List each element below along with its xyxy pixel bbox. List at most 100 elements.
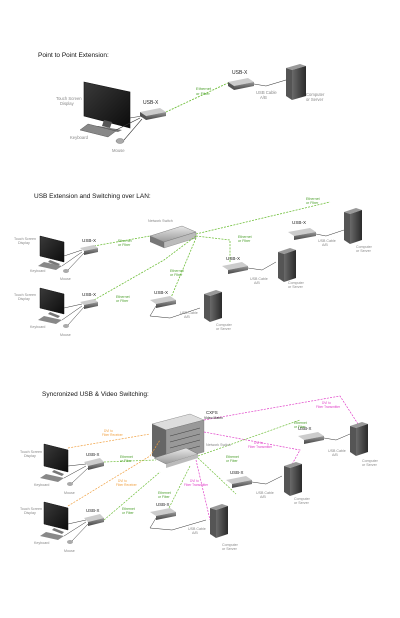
usbx-2-label: USB-X	[82, 292, 96, 297]
display-label: Touch Screen	[56, 96, 82, 101]
computer-tower-c-icon	[204, 290, 222, 322]
computer-label-1: Computer	[306, 92, 325, 97]
video-display-2-icon	[43, 501, 69, 534]
ethernet-link-lan	[93, 201, 331, 301]
video-link-magenta	[195, 395, 359, 521]
dvi-tx-label-3a: DVI to	[190, 479, 199, 483]
usb-x-2-icon	[80, 299, 98, 309]
dvi-label-2a: DVI to	[118, 479, 127, 483]
usb-cable-remote-b	[247, 261, 277, 271]
video-usbx-2-icon	[84, 514, 104, 526]
video-matrix-icon	[151, 413, 205, 463]
cable-a-label-1: USB Cable	[318, 239, 336, 243]
dvi-tx-label-1b: Fiber Transmitter	[316, 405, 341, 409]
video-computer-a-icon	[350, 422, 368, 456]
eth-label-4b: or Fiber	[306, 201, 319, 205]
vmouse-label-1: Mouse	[64, 491, 75, 495]
vusbx-a-label: USB-X	[298, 426, 311, 431]
video-usbx-remote-b-icon	[226, 476, 252, 488]
eth-label-3a: Ethernet	[238, 235, 252, 239]
vkeyboard-label-1: Keyboard	[34, 483, 49, 487]
eth-label-4a: Ethernet	[306, 197, 320, 201]
keyboard2-label: Keyboard	[30, 325, 45, 329]
network-switch-icon	[149, 225, 197, 249]
veth-label-1a: Ethernet	[120, 455, 133, 459]
usb-x-remote-device-icon	[228, 78, 254, 90]
usbx-a-label: USB-X	[292, 220, 306, 225]
vcable-c-label-1: USB Cable	[188, 527, 206, 531]
computer-tower-b-icon	[278, 248, 296, 282]
vcomputer-c-label-2: or Server	[222, 547, 238, 551]
cable-b-label-1: USB Cable	[250, 277, 268, 281]
dvi-label-1b: Fiber Receiver	[102, 433, 124, 437]
usb-x-local-label: USB-X	[143, 100, 159, 106]
eth-label-5a: Ethernet	[170, 269, 184, 273]
eth-label-2b: or Fiber	[116, 299, 129, 303]
veth-label-4a: Ethernet	[226, 455, 239, 459]
cable-b-label-2: A/B	[254, 281, 260, 285]
video-display-1-icon	[43, 443, 69, 476]
mouse-2-icon	[63, 324, 69, 328]
touch-screen-display-2-icon	[39, 287, 65, 318]
eth-label-1b: or Fiber	[118, 243, 131, 247]
video-cable-remote-b	[251, 475, 283, 485]
section-point-to-point	[79, 64, 306, 144]
veth-label-5a: Ethernet	[158, 491, 171, 495]
switch-label: Network Switch	[148, 219, 173, 223]
vcable-b-label-2: A/B	[260, 495, 266, 499]
dvi-tx-label-1a: DVI to	[322, 401, 331, 405]
mouse2-label: Mouse	[60, 333, 71, 337]
mouse-1-icon	[63, 269, 69, 273]
usbx-c-label: USB-X	[154, 290, 168, 295]
usbx-b-label: USB-X	[226, 256, 240, 261]
dvi-label-2b: Fiber Receiver	[116, 483, 138, 487]
vcomputer-a-label-1: Computer	[362, 459, 379, 463]
vcomputer-b-label-2: or Server	[294, 501, 310, 505]
usb-x-local-device-icon	[140, 108, 166, 120]
video-usbx-remote-c-icon	[150, 508, 176, 520]
vdisplay1-label-1: Touch Screen	[20, 450, 42, 454]
video-computer-b-icon	[284, 462, 302, 496]
computer-b-label-2: or Server	[288, 285, 304, 289]
usb-cable-remote-a	[315, 229, 345, 237]
keyboard-1-icon	[38, 262, 62, 270]
usb-x-remote-label: USB-X	[232, 70, 248, 76]
video-usb-cable-1	[63, 463, 89, 484]
computer-c-label-2: or Server	[216, 327, 232, 331]
video-usb-cable-2	[63, 519, 89, 542]
matrix-label-2: Video Matrix	[204, 416, 223, 420]
keyboard-icon	[79, 123, 117, 138]
section-video-switching	[40, 395, 368, 544]
usb-cable-2	[61, 303, 85, 326]
video-usbx-1-icon	[84, 458, 104, 470]
video-link-orange	[67, 433, 161, 507]
dvi-label-1a: DVI to	[104, 429, 113, 433]
touch-screen-display-icon	[83, 81, 131, 132]
vcomputer-a-label-2: or Server	[362, 463, 378, 467]
dvi-tx-label-3b: Fiber Transmitter	[184, 483, 209, 487]
vdisplay2-label-1: Touch Screen	[20, 507, 42, 511]
computer-c-label-1: Computer	[216, 323, 233, 327]
eth-label-3b: or Fiber	[238, 239, 251, 243]
cable-label-1: USB Cable	[256, 90, 277, 95]
computer-a-label-2: or Server	[356, 249, 372, 253]
usbx-1-label: USB-X	[82, 238, 96, 243]
usb-x-remote-a-icon	[288, 228, 316, 240]
section-title-video-switching: Syncronized USB & Video Switching:	[42, 391, 149, 398]
vcable-a-label-2: A/B	[332, 453, 338, 457]
cable-c-label-1: USB Cable	[180, 311, 198, 315]
vcomputer-b-label-1: Computer	[294, 497, 311, 501]
section-title-point-to-point: Point to Point Extension:	[38, 52, 109, 59]
video-cable-remote-c	[149, 517, 207, 531]
keyboard-label: Keyboard	[70, 135, 89, 140]
network-switch-2-icon	[153, 447, 199, 468]
section-title-lan: USB Extension and Switching over LAN:	[34, 193, 151, 200]
display2-label-1: Touch Screen	[14, 293, 36, 297]
computer-label-2: or Server	[306, 97, 324, 102]
eth-label-2a: Ethernet	[116, 295, 130, 299]
vmouse-label-2: Mouse	[64, 549, 75, 553]
video-keyboard-1-icon	[40, 474, 64, 482]
keyboard-2-icon	[38, 316, 62, 324]
eth-label-5b: or Fiber	[170, 273, 183, 277]
vcable-a-label-1: USB Cable	[328, 449, 346, 453]
